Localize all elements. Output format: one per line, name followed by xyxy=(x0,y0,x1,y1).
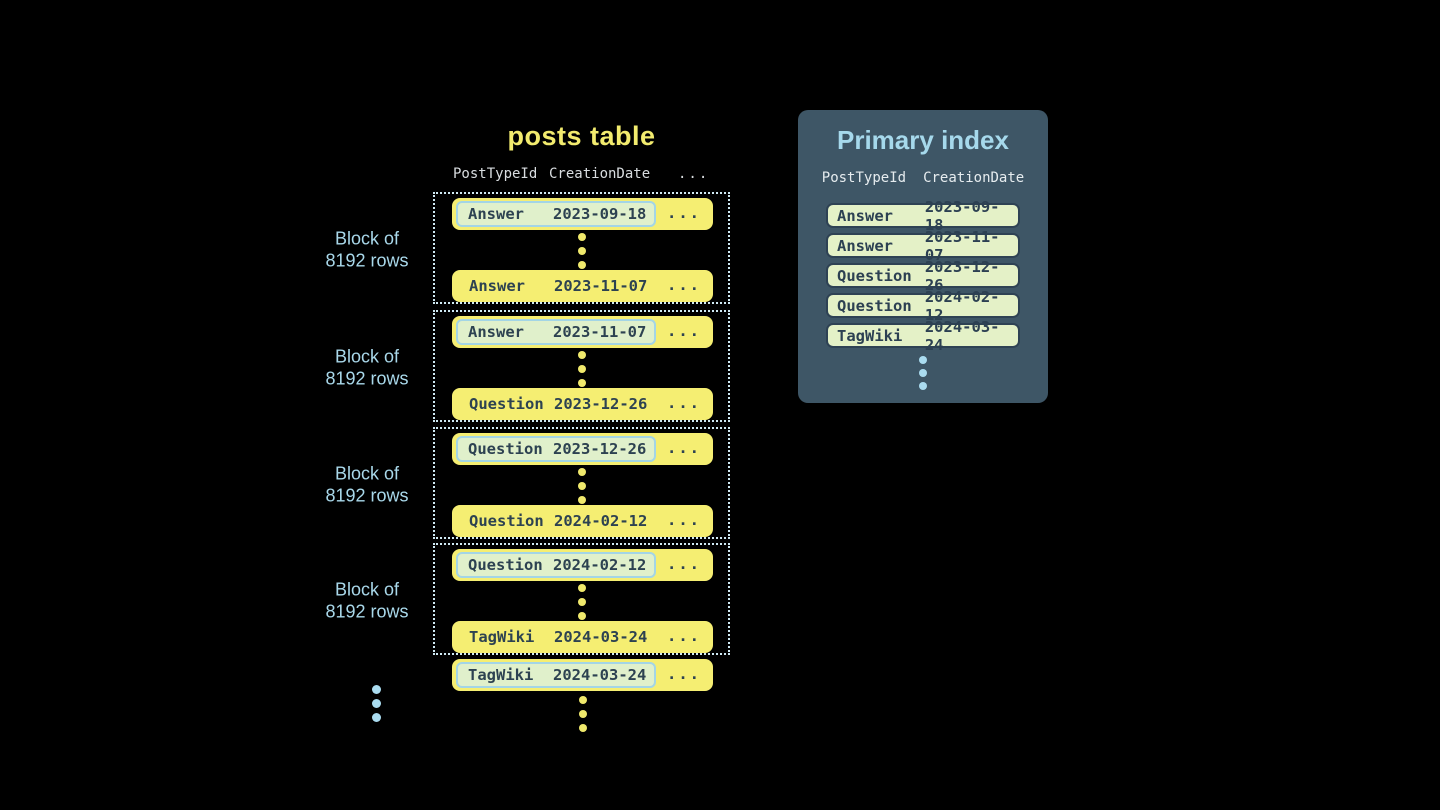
row-creationdate: 2023-09-18 xyxy=(924,197,1000,234)
table-row-trailing: TagWiki 2024-03-24 ... xyxy=(452,659,713,691)
row-posttypeid: Question xyxy=(837,296,912,315)
block-label-line2: 8192 rows xyxy=(325,601,409,622)
vertical-ellipsis-icon xyxy=(356,685,396,722)
row-creationdate: 2023-12-26 xyxy=(554,395,648,413)
row-creationdate: 2024-03-24 xyxy=(554,628,648,646)
posts-table-title: posts table xyxy=(507,121,656,151)
header-ellipsis: ... xyxy=(678,166,710,182)
index-key-highlight: Answer 2023-11-07 xyxy=(456,319,656,345)
row-posttypeid: Question xyxy=(837,266,912,285)
row-posttypeid: Question xyxy=(469,395,544,413)
index-row: Question 2024-02-12 xyxy=(826,288,1020,324)
block-size-label: Block of 8192 rows xyxy=(311,347,423,391)
index-row: Question 2023-12-26 xyxy=(826,258,1020,294)
row-posttypeid: Answer xyxy=(468,205,524,223)
row-creationdate: 2024-03-24 xyxy=(553,666,647,684)
table-row-last: Answer 2023-11-07 ... xyxy=(452,270,713,302)
vertical-ellipsis-icon xyxy=(577,468,586,504)
row-creationdate: 2024-02-12 xyxy=(554,512,648,530)
row-posttypeid: Answer xyxy=(468,323,524,341)
row-more-columns: ... xyxy=(667,664,701,683)
block-label-line1: Block of xyxy=(334,463,400,484)
row-block: Block of 8192 rows Answer 2023-11-07 ...… xyxy=(325,310,730,422)
block-label-line2: 8192 rows xyxy=(325,485,409,506)
index-key-highlight: Question 2024-02-12 xyxy=(456,552,656,578)
primary-index-rows: Answer 2023-09-18 Answer 2023-11-07 Ques… xyxy=(798,198,1048,354)
block-label-line2: 8192 rows xyxy=(325,250,409,271)
block-size-label: Block of 8192 rows xyxy=(311,464,423,508)
vertical-ellipsis-icon xyxy=(577,233,586,269)
row-creationdate: 2024-02-12 xyxy=(924,287,1000,324)
header-creationdate: CreationDate xyxy=(549,166,651,182)
row-posttypeid: TagWiki xyxy=(469,628,535,646)
row-creationdate: 2023-11-07 xyxy=(554,277,648,295)
row-posttypeid: Answer xyxy=(837,206,893,225)
vertical-ellipsis-icon xyxy=(577,351,586,387)
index-row: Answer 2023-09-18 xyxy=(826,198,1020,234)
row-creationdate: 2023-12-26 xyxy=(924,257,1000,294)
block-size-label: Block of 8192 rows xyxy=(311,580,423,624)
row-creationdate: 2024-03-24 xyxy=(924,317,1000,354)
table-row-first: Answer 2023-11-07 ... xyxy=(452,316,713,348)
row-posttypeid: Answer xyxy=(837,236,893,255)
block-label-line1: Block of xyxy=(334,346,400,367)
table-row-first: Question 2023-12-26 ... xyxy=(452,433,713,465)
row-block: Block of 8192 rows Question 2023-12-26 .… xyxy=(325,427,730,539)
header-posttypeid: PostTypeId xyxy=(821,170,907,186)
table-row-first: Answer 2023-09-18 ... xyxy=(452,198,713,230)
block-size-label: Block of 8192 rows xyxy=(311,229,423,273)
row-block: Block of 8192 rows Question 2024-02-12 .… xyxy=(325,543,730,655)
row-more-columns: ... xyxy=(667,321,701,340)
row-posttypeid: Question xyxy=(468,556,543,574)
header-posttypeid: PostTypeId xyxy=(453,166,538,182)
posts-table-header: PostTypeId CreationDate ... xyxy=(433,166,730,186)
table-row-last: Question 2023-12-26 ... xyxy=(452,388,713,420)
primary-index-panel: Primary index PostTypeId CreationDate An… xyxy=(798,110,1048,403)
index-row: Answer 2023-11-07 xyxy=(826,228,1020,264)
row-posttypeid: TagWiki xyxy=(468,666,534,684)
row-creationdate: 2023-12-26 xyxy=(553,440,647,458)
table-row-last: TagWiki 2024-03-24 ... xyxy=(452,621,713,653)
row-creationdate: 2023-11-07 xyxy=(553,323,647,341)
index-key-highlight: TagWiki 2024-03-24 xyxy=(456,662,656,688)
table-row-last: Question 2024-02-12 ... xyxy=(452,505,713,537)
index-key-highlight: Answer 2023-09-18 xyxy=(456,201,656,227)
index-row: TagWiki 2024-03-24 xyxy=(826,318,1020,354)
vertical-ellipsis-icon xyxy=(452,696,713,732)
row-more-columns: ... xyxy=(667,554,701,573)
row-more-columns: ... xyxy=(667,275,701,294)
row-posttypeid: TagWiki xyxy=(837,326,903,345)
vertical-ellipsis-icon xyxy=(577,584,586,620)
row-more-columns: ... xyxy=(667,510,701,529)
row-posttypeid: Question xyxy=(468,440,543,458)
row-more-columns: ... xyxy=(667,626,701,645)
row-more-columns: ... xyxy=(667,393,701,412)
block-label-line2: 8192 rows xyxy=(325,368,409,389)
primary-index-title: Primary index xyxy=(837,125,1009,155)
header-creationdate: CreationDate xyxy=(923,170,1025,186)
row-more-columns: ... xyxy=(667,438,701,457)
primary-index-header: PostTypeId CreationDate xyxy=(798,170,1048,186)
vertical-ellipsis-icon xyxy=(798,356,1048,390)
row-creationdate: 2023-09-18 xyxy=(553,205,647,223)
row-posttypeid: Question xyxy=(469,512,544,530)
row-posttypeid: Answer xyxy=(469,277,525,295)
table-row-first: Question 2024-02-12 ... xyxy=(452,549,713,581)
index-key-highlight: Question 2023-12-26 xyxy=(456,436,656,462)
block-label-line1: Block of xyxy=(334,228,400,249)
row-more-columns: ... xyxy=(667,203,701,222)
row-block: Block of 8192 rows Answer 2023-09-18 ...… xyxy=(325,192,730,304)
block-label-line1: Block of xyxy=(334,579,400,600)
row-creationdate: 2023-11-07 xyxy=(924,227,1000,264)
row-creationdate: 2024-02-12 xyxy=(553,556,647,574)
